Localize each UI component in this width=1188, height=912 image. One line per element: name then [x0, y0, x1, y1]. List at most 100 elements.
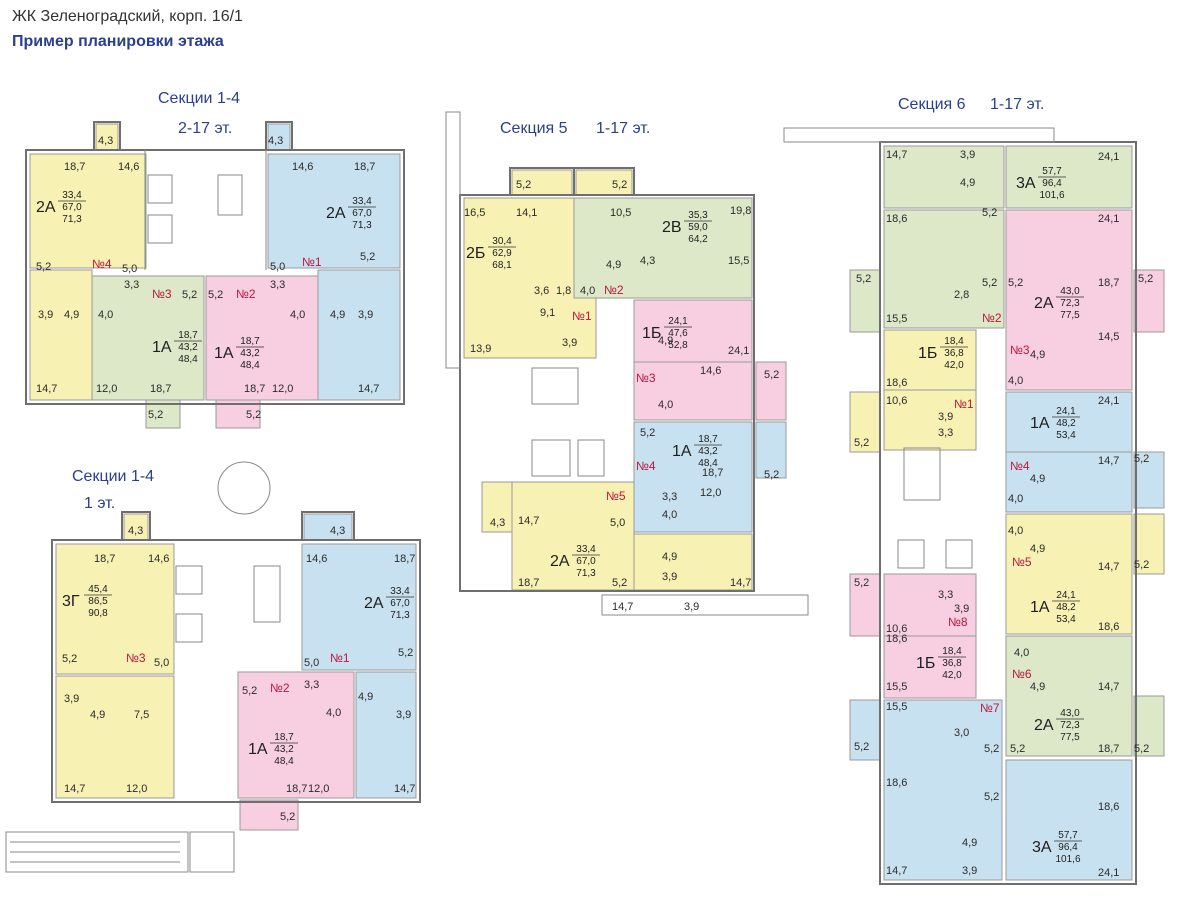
entrance-number: №1 — [330, 651, 350, 665]
room-area: 18,7 — [1098, 743, 1119, 755]
room-area: 24,1 — [1098, 395, 1119, 407]
room-area: 5,2 — [612, 179, 627, 191]
room-area: 5,2 — [764, 369, 779, 381]
apartment-zone — [633, 361, 753, 421]
apartment-zone — [573, 197, 753, 299]
apartment-sum-area: 53,4 — [1056, 614, 1076, 625]
apartment-zone — [29, 269, 93, 401]
apartment-type: 1А — [214, 345, 234, 362]
room-area: 4,0 — [1008, 525, 1023, 537]
room-area: 5,2 — [982, 207, 997, 219]
apartment-living-area: 18,7 — [178, 330, 198, 341]
entrance-number: №3 — [126, 651, 146, 665]
room-area: 14,7 — [64, 783, 85, 795]
room-area: 4,9 — [1030, 543, 1045, 555]
apartment-total-area: 36,8 — [942, 658, 962, 669]
room-area: 18,7 — [354, 161, 375, 173]
apartment-sum-area: 71,3 — [352, 220, 372, 231]
section-14-lower-floors: 1 эт. — [84, 495, 116, 512]
entrance-number: №1 — [954, 397, 974, 411]
entrance-number: №6 — [1012, 667, 1032, 681]
room-area: 3,3 — [938, 589, 953, 601]
room-area: 4,9 — [64, 309, 79, 321]
apartment-zone — [317, 269, 401, 401]
apartment-zone — [1133, 695, 1165, 757]
apartment-living-area: 24,1 — [1056, 590, 1076, 601]
apartment-zone — [883, 635, 977, 699]
room-area: 14,7 — [518, 515, 539, 527]
apartment-zone — [267, 153, 401, 269]
apartment-living-area: 18,4 — [942, 646, 962, 657]
apartment-zone — [355, 671, 417, 799]
apartment-zone — [1005, 513, 1133, 635]
room-area: 5,2 — [1010, 743, 1025, 755]
room-area: 12,0 — [700, 487, 721, 499]
entrance-number: №3 — [1010, 343, 1030, 357]
entrance-number: №3 — [152, 287, 172, 301]
room-area: 5,2 — [984, 743, 999, 755]
room-area: 13,9 — [470, 343, 491, 355]
room-area: 3,3 — [124, 279, 139, 291]
room-area: 18,7 — [94, 553, 115, 565]
room-area: 3,9 — [962, 865, 977, 877]
apartment-sum-area: 101,6 — [1039, 190, 1064, 201]
room-area: 4,0 — [662, 509, 677, 521]
room-area: 15,5 — [886, 681, 907, 693]
section-6-floors: 1-17 эт. — [990, 96, 1045, 113]
apartment-sum-area: 64,2 — [688, 234, 708, 245]
room-area: 3,3 — [270, 279, 285, 291]
entrance-number: №2 — [236, 287, 256, 301]
apartment-total-area: 48,2 — [1056, 602, 1076, 613]
room-area: 4,9 — [1030, 681, 1045, 693]
section-14-upper-floors: 2-17 эт. — [178, 120, 233, 137]
apartment-total-area: 59,0 — [688, 222, 708, 233]
apartment-type: 1А — [1030, 415, 1050, 432]
apartment-total-area: 86,5 — [88, 596, 108, 607]
apartment-zone — [755, 361, 787, 421]
room-area: 4,9 — [658, 335, 673, 347]
apartment-zone — [1133, 451, 1165, 509]
apartment-zone — [883, 389, 977, 451]
entrance-number: №4 — [92, 257, 112, 271]
apartment-zone — [1005, 391, 1133, 453]
apartment-sum-area: 77,5 — [1060, 732, 1080, 743]
room-area: 18,7 — [394, 553, 415, 565]
apartment-zone — [1005, 145, 1133, 209]
room-area: 5,2 — [854, 741, 869, 753]
room-area: 4,3 — [128, 525, 143, 537]
entrance-number: №3 — [636, 371, 656, 385]
room-area: 5,2 — [1008, 277, 1023, 289]
section-5-name: Секция 5 — [500, 120, 568, 137]
room-area: 5,2 — [984, 791, 999, 803]
project-title: ЖК Зеленоградский, корп. 16/1 — [12, 8, 243, 25]
room-area: 24,1 — [1098, 213, 1119, 225]
room-area: 5,0 — [304, 657, 319, 669]
apartment-zone — [301, 543, 417, 671]
room-area: 10,5 — [610, 207, 631, 219]
apartment-type: 2А — [326, 205, 346, 222]
room-area: 4,9 — [330, 309, 345, 321]
room-area: 2,8 — [954, 289, 969, 301]
room-area: 5,2 — [856, 273, 871, 285]
apartment-zone — [205, 275, 319, 401]
room-area: 3,9 — [662, 571, 677, 583]
apartment-zone — [883, 145, 1005, 209]
room-area: 5,2 — [854, 437, 869, 449]
room-area: 5,2 — [62, 653, 77, 665]
room-area: 4,0 — [1008, 375, 1023, 387]
room-area: 1,8 — [556, 285, 571, 297]
apartment-zone — [849, 269, 881, 333]
room-area: 18,6 — [886, 633, 907, 645]
entrance-number: №7 — [980, 701, 1000, 715]
room-area: 12,0 — [308, 783, 329, 795]
apartment-sum-area: 42,0 — [944, 360, 964, 371]
room-area: 3,3 — [662, 491, 677, 503]
apartment-type: 2А — [1034, 295, 1054, 312]
apartment-type: 2Б — [466, 245, 485, 262]
room-area: 14,7 — [358, 383, 379, 395]
apartment-sum-area: 53,4 — [1056, 430, 1076, 441]
apartment-zone — [883, 329, 977, 391]
room-area: 14,5 — [1098, 331, 1119, 343]
apartment-sum-area: 48,4 — [698, 458, 718, 469]
section-5-floors: 1-17 эт. — [596, 120, 651, 137]
